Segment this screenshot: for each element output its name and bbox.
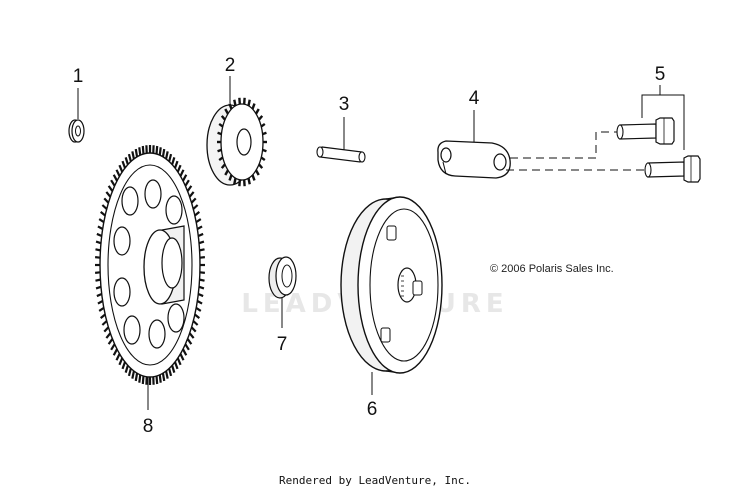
- gear-holes: [113, 179, 185, 349]
- leader-line-5: [641, 85, 685, 150]
- callout-3[interactable]: 3: [339, 94, 350, 115]
- part-6-clutch-drum[interactable]: [340, 196, 443, 374]
- part-3-pin[interactable]: [316, 146, 366, 163]
- part-8-ring-gear[interactable]: [95, 145, 205, 385]
- part-1-washer[interactable]: [68, 119, 85, 143]
- part-4-bracket[interactable]: [437, 140, 511, 179]
- callout-7[interactable]: 7: [277, 334, 288, 355]
- part-5-bolt-upper[interactable]: [616, 117, 675, 145]
- gear-teeth: [95, 145, 205, 385]
- part-7-bushing[interactable]: [268, 256, 297, 299]
- callout-6[interactable]: 6: [367, 399, 378, 420]
- drum-splines: [401, 275, 404, 297]
- callout-8[interactable]: 8: [143, 416, 154, 437]
- part-5-bolt-lower[interactable]: [644, 155, 701, 183]
- callout-5[interactable]: 5: [655, 64, 666, 85]
- callout-4[interactable]: 4: [469, 88, 480, 109]
- callout-1[interactable]: 1: [73, 66, 84, 87]
- gear-teeth: [217, 97, 267, 187]
- copyright-notice: © 2006 Polaris Sales Inc.: [490, 263, 614, 275]
- part-2-gear[interactable]: [206, 97, 267, 187]
- callout-2[interactable]: 2: [225, 55, 236, 76]
- footer-credit: Rendered by LeadVenture, Inc.: [278, 474, 472, 487]
- assembly-line-upper: [510, 131, 620, 159]
